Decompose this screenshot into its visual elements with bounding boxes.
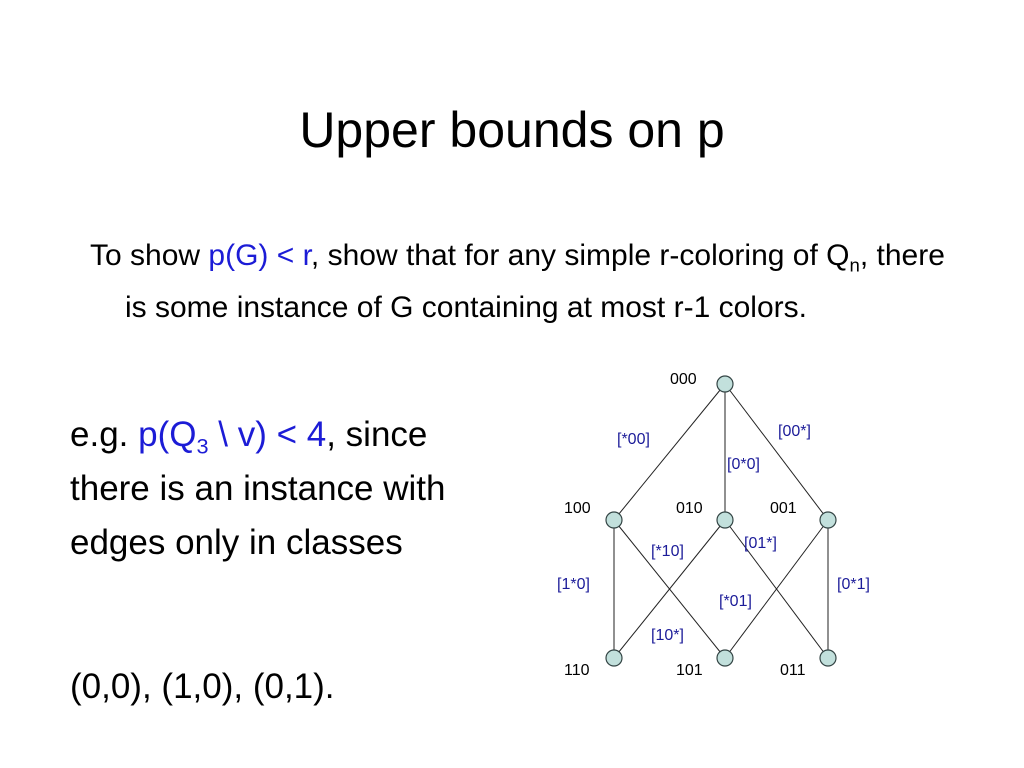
bullet-middle: , show that for any simple r-coloring of… — [310, 239, 850, 272]
vertex-110 — [605, 649, 623, 667]
edge-label-100-101: [10*] — [651, 627, 684, 644]
edge-label-001-011: [0*1] — [837, 576, 870, 593]
vertex-label-000: 000 — [670, 371, 697, 388]
edge-label-000-100: [*00] — [617, 431, 650, 448]
bullet-text: To show p(G) < r, show that for any simp… — [90, 230, 945, 334]
vertex-010 — [716, 511, 734, 529]
edge-label-010-011: [01*] — [744, 535, 777, 552]
vertex-100 — [605, 511, 623, 529]
bullet-prefix: To show — [90, 239, 209, 272]
bullet-suffix: , there is some instance of G containing… — [125, 239, 945, 324]
vertex-label-001: 001 — [770, 500, 797, 517]
vertex-label-100: 100 — [564, 500, 591, 517]
vertex-label-110: 110 — [564, 662, 590, 679]
example-expr-end: \ v) < 4 — [208, 415, 327, 454]
edge-label-000-001: [00*] — [778, 423, 811, 440]
edge-010-110 — [613, 519, 726, 659]
edge-label-100-110: [1*0] — [557, 576, 590, 593]
edge-001-101 — [724, 519, 829, 659]
example-suffix: , since there is an instance with edges … — [70, 415, 446, 562]
edge-label-001-101: [*01] — [719, 593, 752, 610]
vertex-label-101: 101 — [676, 662, 703, 679]
slide-title: Upper bounds on p — [299, 102, 725, 158]
class-pairs: (0,0), (1,0), (0,1). — [70, 667, 335, 706]
bullet-subscript: n — [849, 254, 860, 276]
example-text: e.g. p(Q3 \ v) < 4, since there is an in… — [70, 408, 500, 570]
example-expr-sub: 3 — [196, 433, 209, 459]
edges — [613, 383, 829, 659]
example-expr-start: p(Q — [138, 415, 197, 454]
vertex-labels: 000 100 010 001 110 101 011 — [564, 371, 806, 679]
vertex-label-011: 011 — [780, 662, 806, 679]
edge-label-000-010: [0*0] — [727, 456, 760, 473]
edge-labels: [*00] [0*0] [00*] [1*0] [10*] [*10] [01*… — [557, 423, 870, 644]
edge-label-010-110: [*10] — [651, 543, 684, 560]
vertex-000 — [716, 375, 734, 393]
example-prefix: e.g. — [70, 415, 139, 454]
vertex-011 — [819, 649, 837, 667]
bullet-condition: p(G) < r — [208, 239, 311, 272]
example-expression: p(Q3 \ v) < 4 — [138, 415, 327, 457]
vertex-101 — [716, 649, 734, 667]
vertex-001 — [819, 511, 837, 529]
vertex-label-010: 010 — [676, 500, 703, 517]
edge-000-100 — [613, 383, 726, 521]
vertices — [605, 375, 837, 667]
edge-000-001 — [724, 383, 829, 521]
